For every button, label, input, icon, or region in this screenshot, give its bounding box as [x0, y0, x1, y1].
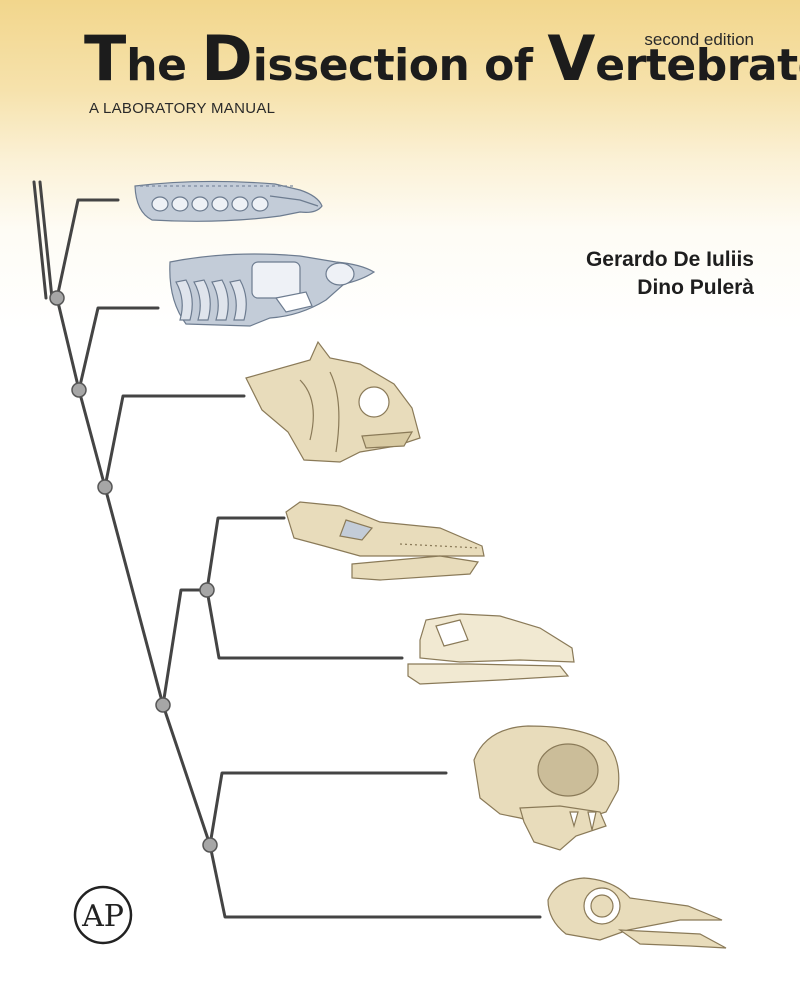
fish-skull-figure — [245, 340, 421, 463]
tree-nodes — [49, 290, 218, 853]
publisher-logo-icon: AP — [73, 885, 133, 945]
tree-node — [71, 382, 87, 398]
tree-branch — [32, 180, 48, 300]
tree-branch — [77, 306, 160, 392]
bird-skull-figure — [547, 877, 727, 949]
title-part: T — [84, 22, 127, 95]
title-part: V — [547, 22, 596, 95]
title-part: issection of — [252, 40, 548, 91]
tree-node — [199, 582, 215, 598]
tree-node — [202, 837, 218, 853]
author-list: Gerardo De Iuliis Dino Pulerà — [586, 246, 754, 302]
tree-node — [49, 290, 65, 306]
tree-branch — [55, 198, 120, 300]
lizard-skull-figure — [407, 613, 575, 685]
book-title: The Dissection of Vertebrates — [84, 28, 800, 90]
tree-branch — [103, 485, 165, 707]
tree-branch — [77, 388, 107, 489]
tree-branch — [205, 588, 404, 660]
title-part: he — [126, 40, 202, 91]
cat-skull-figure — [473, 725, 620, 851]
author-name: Dino Pulerà — [637, 276, 754, 299]
tree-node — [155, 697, 171, 713]
tree-node — [97, 479, 113, 495]
tree-branch — [55, 296, 81, 392]
tree-branch — [208, 771, 448, 847]
title-part: ertebrates — [595, 40, 800, 91]
tree-branch — [38, 180, 54, 300]
lamprey-skeleton-figure — [134, 180, 323, 222]
reptile-skull-figure — [285, 501, 485, 581]
book-subtitle: A LABORATORY MANUAL — [89, 100, 276, 117]
tree-branch — [103, 394, 246, 489]
tree-branch — [205, 516, 286, 592]
shark-skeleton-figure — [169, 253, 376, 327]
tree-branch — [161, 588, 209, 707]
tree-branch — [161, 703, 212, 847]
tree-branch — [208, 843, 542, 919]
title-part: D — [201, 22, 253, 95]
author-name: Gerardo De Iuliis — [585, 248, 754, 271]
edition-label: second edition — [644, 30, 754, 49]
cladogram — [32, 180, 542, 919]
logo-text: AP — [81, 899, 124, 934]
